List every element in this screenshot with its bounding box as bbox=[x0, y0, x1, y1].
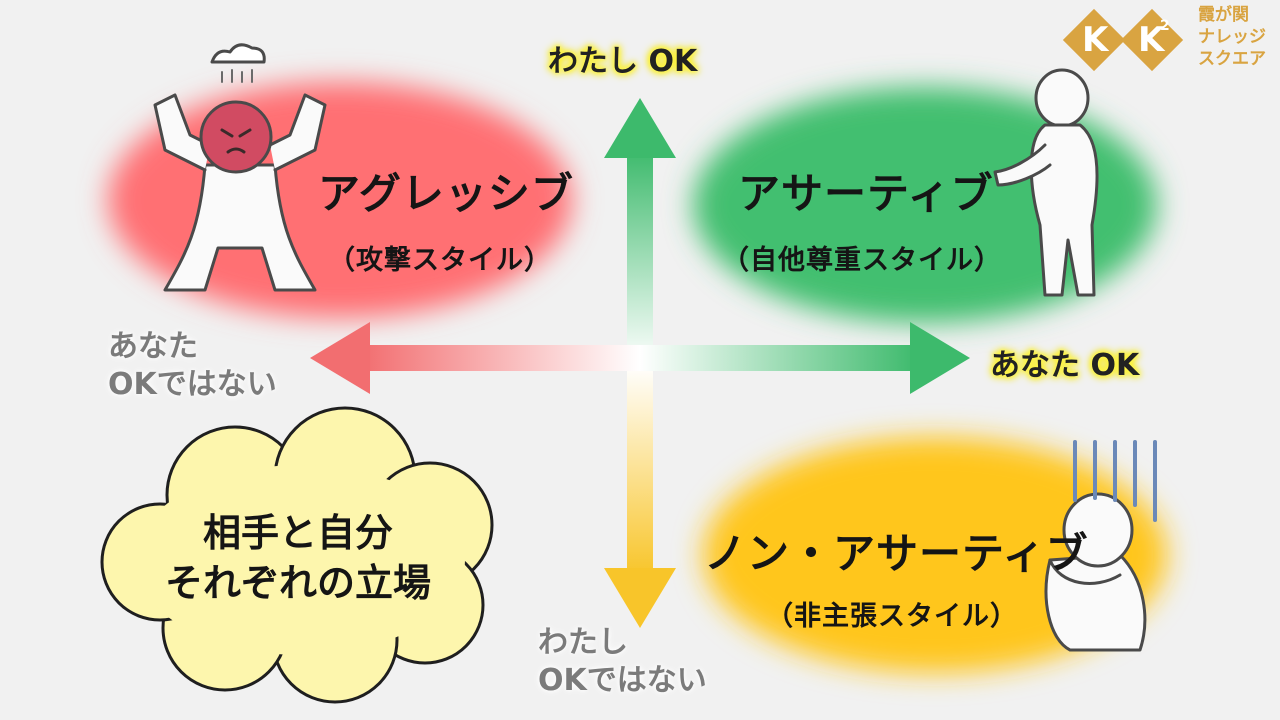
brand-name-line-1: 霞が関 bbox=[1198, 5, 1249, 25]
axis-label-left-line-2: OKではない bbox=[108, 367, 277, 402]
cloud-line-1: 相手と自分 bbox=[202, 511, 393, 555]
cloud-line-2: それぞれの立場 bbox=[164, 561, 431, 605]
sad-person-illustration bbox=[1044, 440, 1157, 652]
cloud-text: 相手と自分 それぞれの立場 bbox=[128, 508, 468, 608]
brand-name-line-3: スクエア bbox=[1198, 49, 1266, 69]
axis-label-bottom: わたし OKではない bbox=[538, 624, 707, 700]
logo-letter-2: K bbox=[1138, 20, 1165, 60]
non-assertive-subtitle: （非主張スタイル） bbox=[766, 601, 1018, 632]
axis-label-left-line-1: あなた bbox=[108, 329, 198, 364]
brand-name: 霞が関 ナレッジ スクエア bbox=[1198, 4, 1278, 70]
axis-label-left: あなた OKではない bbox=[108, 328, 277, 404]
axis-label-top: わたし OK bbox=[548, 44, 698, 79]
aggressive-subtitle: （攻撃スタイル） bbox=[328, 245, 552, 276]
assertive-person-illustration bbox=[993, 68, 1099, 297]
logo-superscript: 2 bbox=[1160, 18, 1170, 34]
assertive-subtitle: （自他尊重スタイル） bbox=[722, 245, 1002, 276]
aggressive-title: アグレッシブ bbox=[318, 169, 574, 218]
axis-label-bottom-line-1: わたし bbox=[538, 625, 628, 660]
axis-arrows bbox=[310, 98, 970, 628]
axis-label-bottom-line-2: OKではない bbox=[538, 663, 707, 698]
assertive-title: アサーティブ bbox=[738, 169, 994, 218]
brand-name-line-2: ナレッジ bbox=[1198, 27, 1266, 47]
non-assertive-title: ノン・アサーティブ bbox=[704, 529, 1089, 578]
logo-letter-1: K bbox=[1082, 20, 1109, 60]
axis-label-right: あなた OK bbox=[990, 348, 1140, 383]
angry-person-illustration bbox=[153, 43, 327, 292]
